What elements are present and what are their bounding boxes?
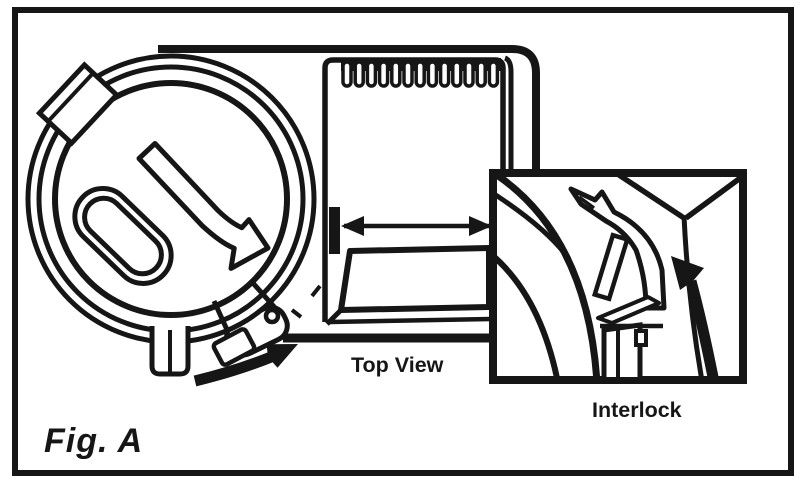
latch-rim-line-2 xyxy=(250,280,279,312)
interlock-slot xyxy=(591,232,631,302)
container-opening xyxy=(322,57,506,322)
lid-foot xyxy=(149,326,191,377)
tick-mark-1 xyxy=(290,308,303,319)
interlock-foot-notch xyxy=(634,329,648,347)
latch-swing-arrow-icon xyxy=(193,344,298,387)
lid-inner-edge xyxy=(52,80,290,318)
latch-foot-tab xyxy=(211,327,257,367)
rim-arc-inner xyxy=(496,254,560,377)
latch-hook-accent xyxy=(577,195,596,210)
interlock-inset xyxy=(489,169,747,384)
interlock-detail xyxy=(496,176,739,377)
arrowhead-left xyxy=(341,216,364,236)
opening-width-arrow xyxy=(341,216,492,236)
rim-arc-second xyxy=(496,192,572,261)
figure-caption: Fig. A xyxy=(44,422,143,460)
corner-edge-right xyxy=(684,176,739,221)
container-outer-wall xyxy=(158,45,540,170)
latch-rim-line-1 xyxy=(211,299,231,334)
interlock-foot xyxy=(601,322,643,377)
lid-top-view xyxy=(25,53,317,377)
container-floor xyxy=(338,245,492,313)
container-outer-wall-inner-line xyxy=(503,55,514,170)
lid-rotate-arrow-icon xyxy=(136,141,271,271)
corner-edge-left xyxy=(617,176,686,221)
figure-frame xyxy=(12,7,794,476)
latch-pivot-pin xyxy=(263,307,281,325)
label-interlock: Interlock xyxy=(592,398,682,422)
container-top-view xyxy=(158,45,540,343)
label-top-view: Top View xyxy=(351,353,444,377)
interlock-engage-arrow-icon xyxy=(671,256,719,377)
container-teeth xyxy=(341,58,501,88)
latch-hook xyxy=(568,186,667,311)
container-inner-bottom-line xyxy=(329,316,492,325)
tick-mark-2 xyxy=(310,284,322,298)
lid-tab xyxy=(35,61,121,147)
arrowhead-right xyxy=(469,216,492,236)
floor-corner-line xyxy=(325,308,343,326)
interlock-lip xyxy=(596,295,661,325)
wall-section-bar xyxy=(329,207,340,254)
lid-handle-recess xyxy=(72,186,174,286)
